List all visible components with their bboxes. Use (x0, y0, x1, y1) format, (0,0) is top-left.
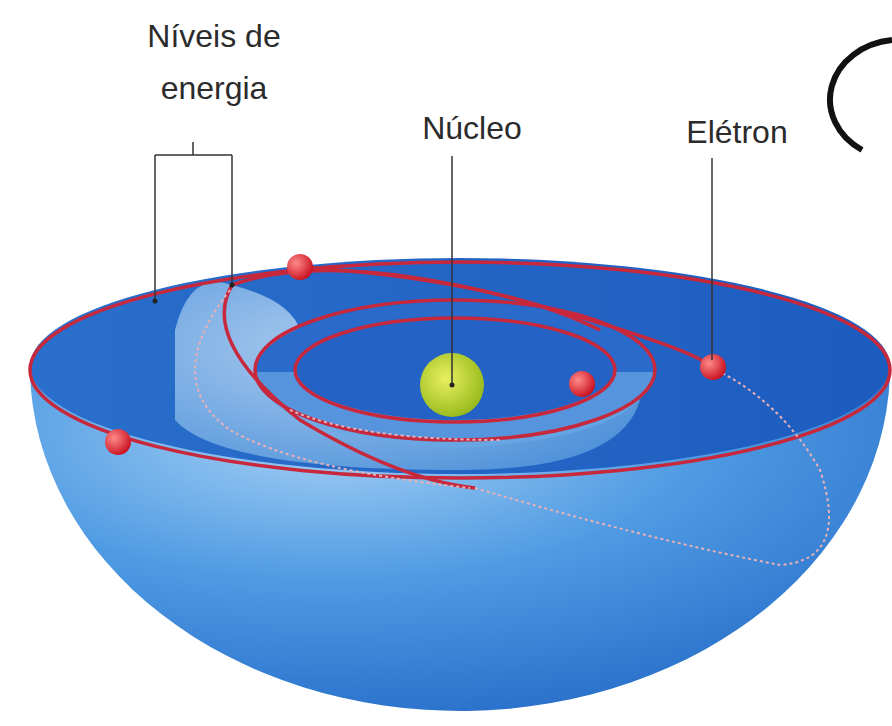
label: Níveis de energia (109, 10, 319, 114)
leader-dot (153, 299, 158, 304)
edge-circle (830, 40, 892, 150)
electrons (105, 254, 726, 455)
bracket (155, 142, 232, 300)
label: Elétron (637, 106, 837, 158)
leader-dot (230, 283, 235, 288)
orbits (30, 262, 890, 488)
hidden-orbits (195, 290, 829, 565)
label: Núcleo (372, 102, 572, 154)
hemisphere-top (30, 258, 890, 474)
leader-line (451, 156, 453, 383)
leader-line (711, 158, 713, 360)
nucleus-dot (450, 383, 455, 388)
